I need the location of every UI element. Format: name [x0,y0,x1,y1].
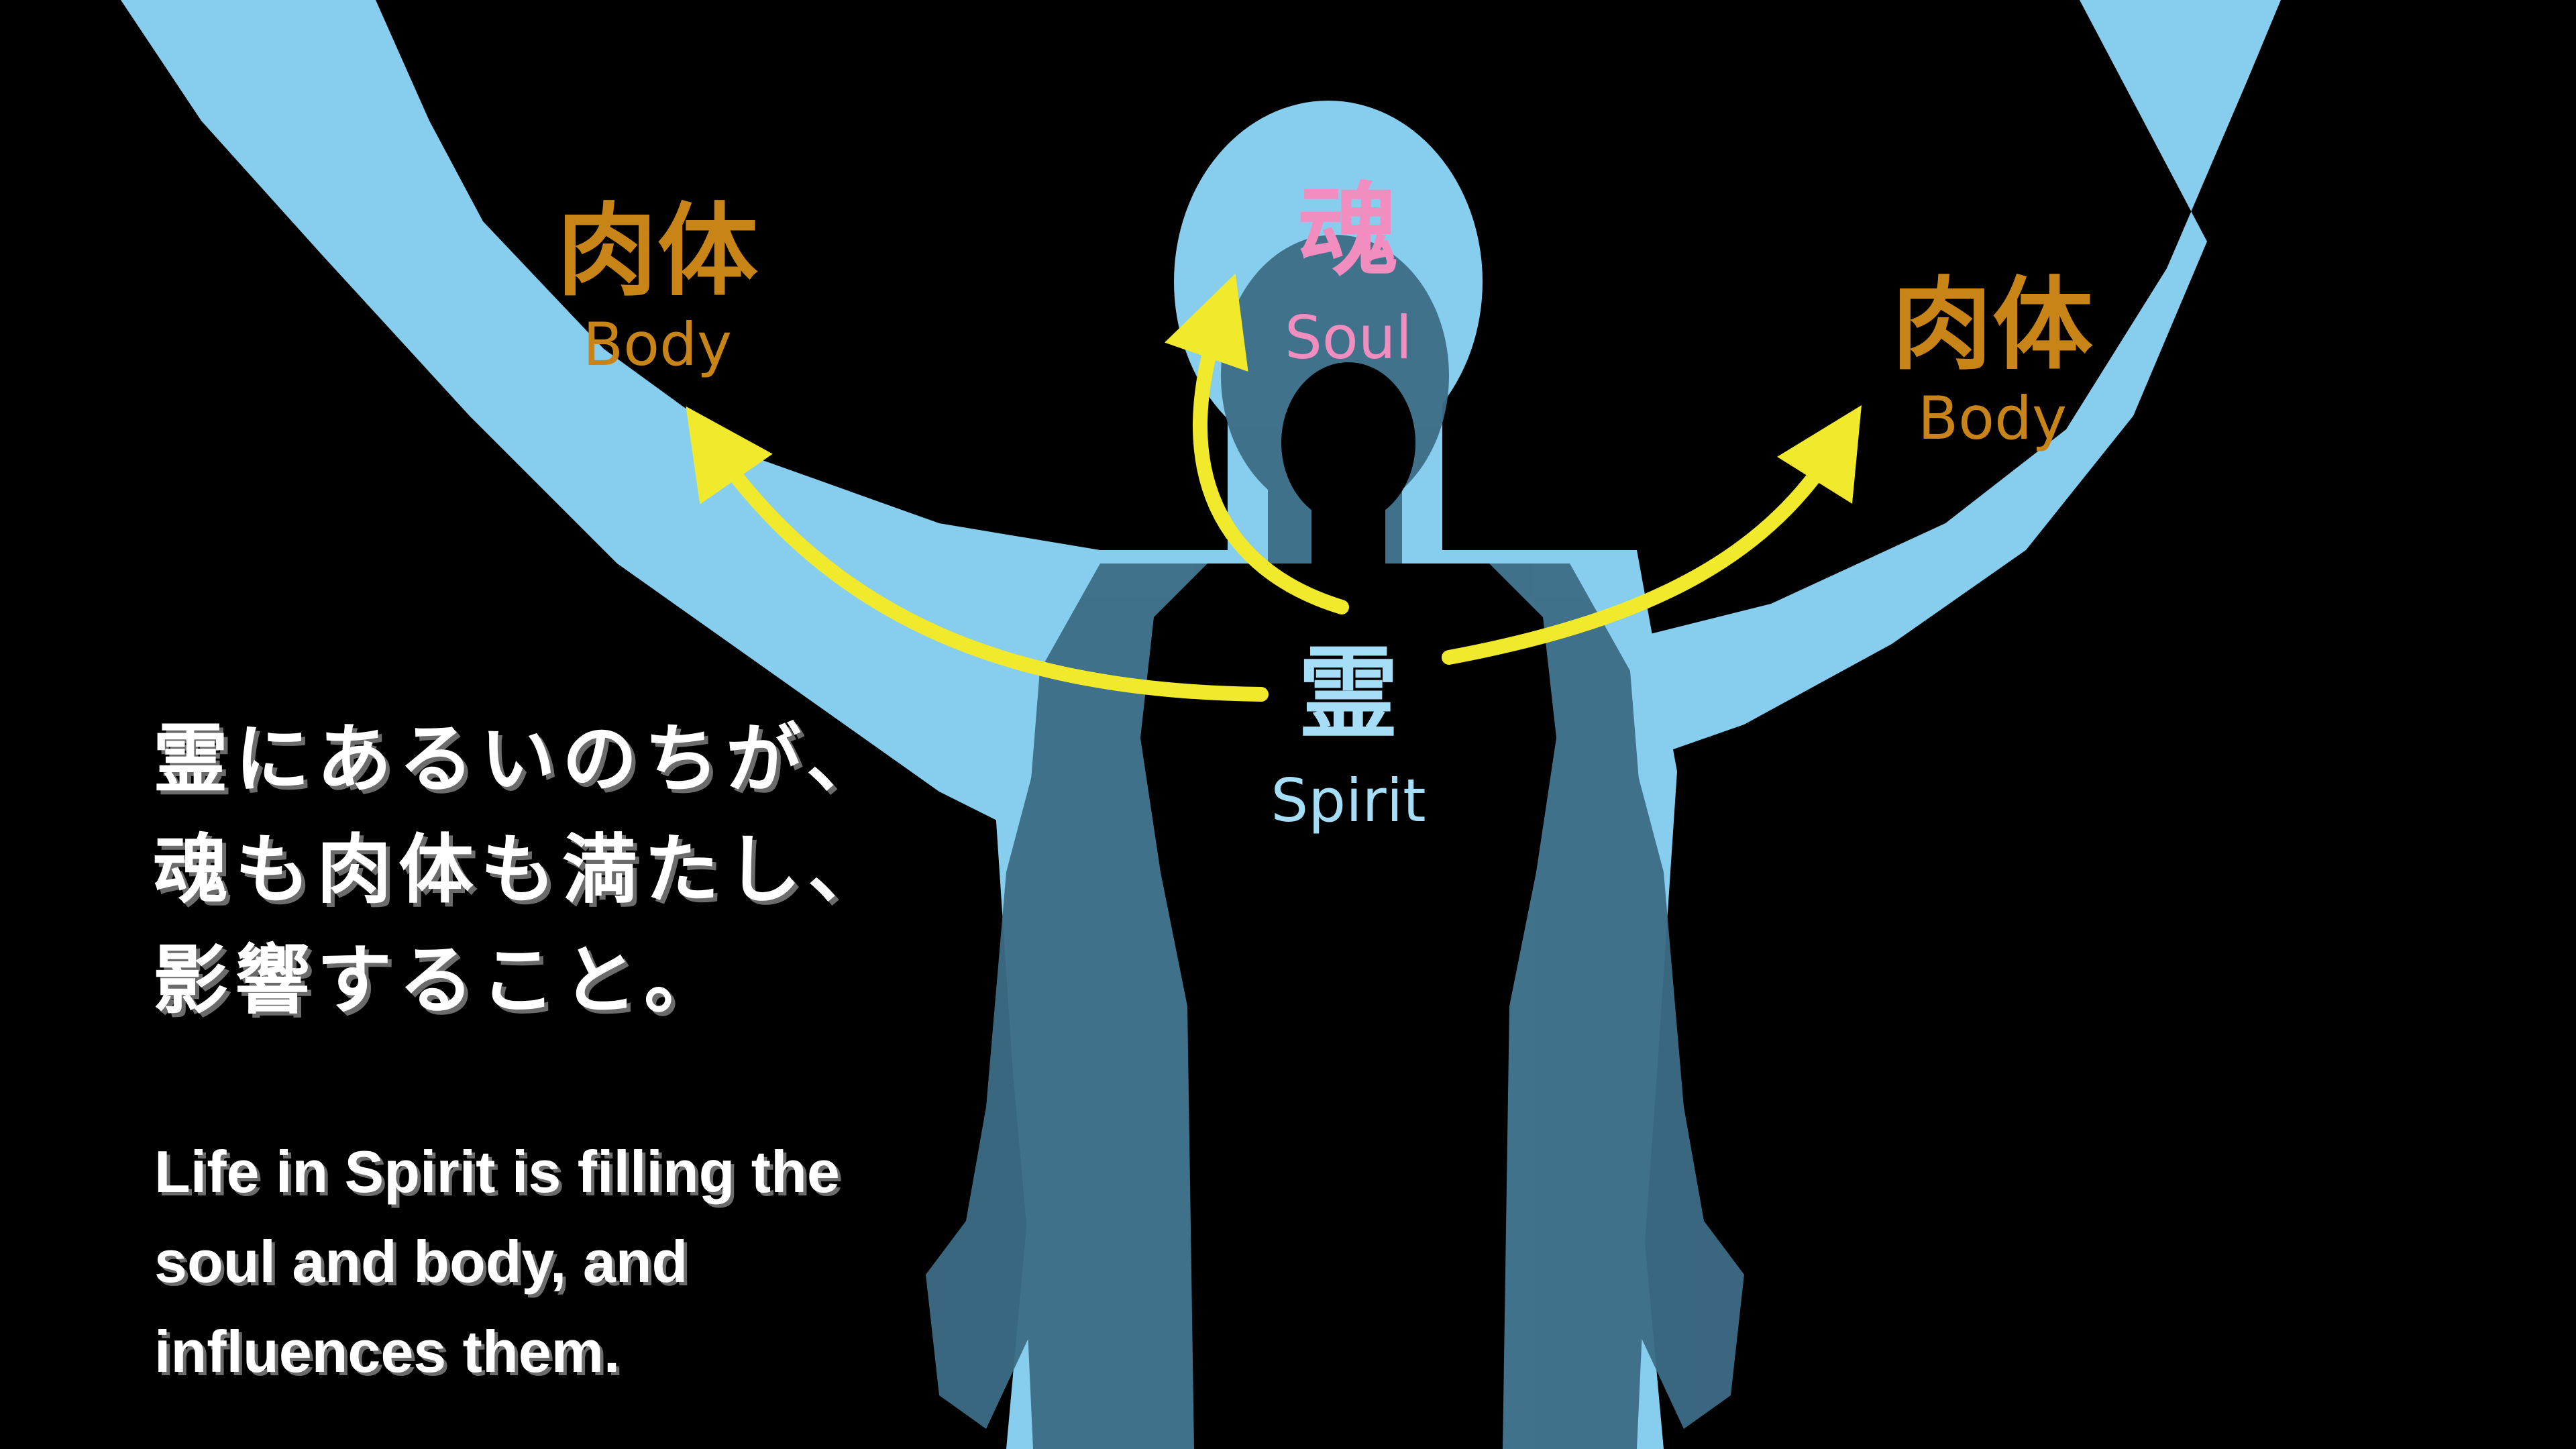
spirit-kanji: 霊 [1248,644,1449,745]
body-label-left: 肉体 Body [537,201,778,374]
spirit-english: Spirit [1248,771,1449,830]
japanese-caption: 霊にあるいのちが、 魂も肉体も満たし、 影響すること。 [153,704,890,1036]
body-left-kanji: 肉体 [537,201,778,302]
body-right-english: Body [1865,389,2120,448]
inner-spirit-figure [1140,362,1556,1449]
english-caption-line-3: influences them. [154,1307,840,1397]
soul-label: 魂 Soul [1248,181,1449,368]
japanese-caption-line-3: 影響すること。 [153,926,890,1036]
english-caption: Life in Spirit is filling the soul and b… [154,1127,840,1397]
soul-kanji: 魂 [1248,181,1449,282]
spirit-label: 霊 Spirit [1248,644,1449,830]
body-left-english: Body [537,315,778,374]
english-caption-line-1: Life in Spirit is filling the [154,1127,840,1217]
body-right-kanji: 肉体 [1865,275,2120,376]
soul-english: Soul [1248,309,1449,368]
inner-neck [1311,503,1385,564]
body-label-right: 肉体 Body [1865,275,2120,448]
japanese-caption-line-1: 霊にあるいのちが、 [153,704,890,815]
english-caption-line-2: soul and body, and [154,1217,840,1307]
inner-head [1281,362,1415,523]
japanese-caption-line-2: 魂も肉体も満たし、 [153,815,890,926]
